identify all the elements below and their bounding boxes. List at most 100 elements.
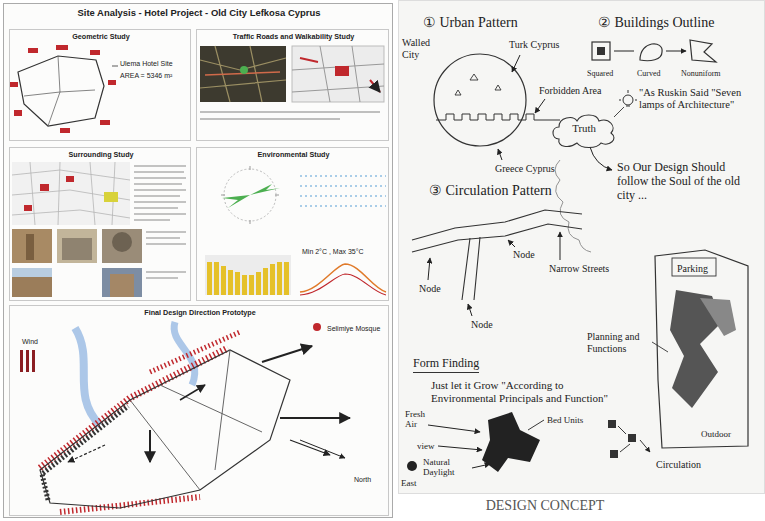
photo-thumbnails	[12, 268, 52, 297]
surrounding-map	[40, 184, 49, 191]
urban-pattern-sketch	[434, 54, 560, 160]
photo-thumbnails	[102, 268, 142, 297]
climate-charts	[249, 275, 254, 295]
surrounding-map	[12, 162, 130, 225]
climate-charts	[242, 275, 247, 295]
prototype-sketch	[68, 445, 105, 462]
sketch-sheet: Truth① Urban PatternWalled CityTurk Cypr…	[398, 0, 765, 494]
node-text: Nonuniform	[681, 69, 721, 78]
urban-pattern-sketch	[434, 54, 526, 146]
node-text: AREA = 5346 m²	[120, 72, 172, 80]
photo-thumbnails	[112, 232, 132, 252]
surrounding-map	[12, 162, 186, 225]
traffic-maps	[200, 46, 286, 102]
circulation-sketch	[508, 240, 515, 247]
node-text: ② Buildings Outline	[598, 15, 714, 31]
sheet-ground	[3, 3, 393, 518]
planning-sketch	[652, 342, 668, 352]
node-heading: Surrounding Study	[10, 151, 192, 159]
prototype-sketch	[32, 350, 35, 372]
node-heading: Truth	[551, 122, 617, 134]
node-text: Just let it Grow "According to Environme…	[431, 379, 631, 404]
building-outline-sketch	[597, 47, 605, 55]
form-finding-sketch	[608, 420, 616, 428]
node-text: East	[401, 478, 417, 488]
node-text: Ulema Hotel Site	[120, 60, 173, 68]
climate-charts	[263, 268, 268, 295]
photo-thumbnails	[146, 232, 186, 278]
node-text: Greece Cyprus	[495, 163, 555, 175]
form-finding-sketch	[438, 446, 482, 450]
node-text: Form Finding	[413, 357, 479, 373]
surrounding-map	[24, 205, 32, 211]
figure-caption: DESIGN CONCEPT	[445, 498, 645, 514]
planning-sketch	[652, 250, 748, 448]
site-geometry	[112, 66, 118, 67]
climate-charts	[284, 262, 289, 295]
prototype-sketch	[130, 350, 262, 490]
node-text: Min 2°C , Max 35°C	[302, 248, 364, 256]
node-text: Planning and Functions	[587, 331, 651, 354]
photo-thumbnails	[57, 229, 97, 263]
poster-sheet: Geometric StudyUlema Hotel SiteAREA = 53…	[3, 3, 393, 518]
building-outline-sketch	[614, 51, 686, 52]
analysis-panel: Geometric StudyUlema Hotel SiteAREA = 53…	[9, 29, 191, 141]
node-text: Turk Cyprus	[509, 39, 559, 51]
node-text: Curved	[637, 69, 661, 78]
node-heading: Geometric Study	[10, 33, 192, 41]
photo-thumbnails	[12, 229, 52, 263]
surrounding-map	[104, 192, 118, 202]
site-geometry	[56, 45, 68, 50]
idea-bulb	[590, 147, 612, 170]
photo-thumbnails	[110, 274, 134, 297]
prototype-sketch	[20, 350, 23, 372]
site-geometry	[10, 45, 118, 133]
sheet-ground	[398, 0, 765, 494]
site-geometry	[10, 82, 18, 87]
form-finding-sketch	[482, 412, 540, 472]
node-heading: Environmental Study	[197, 151, 390, 159]
climate-charts	[207, 262, 212, 295]
traffic-maps	[292, 46, 384, 102]
node-text: Circulation	[656, 459, 701, 471]
prototype-sketch	[313, 323, 321, 331]
prototype-sketch	[40, 348, 228, 468]
circulation-sketch	[428, 258, 430, 280]
urban-pattern-sketch	[535, 99, 545, 113]
node-heading: Traffic Roads and Walkability Study	[197, 33, 390, 41]
traffic-maps	[200, 46, 384, 119]
node-text: Narrow Streets	[549, 263, 609, 275]
site-geometry	[60, 128, 70, 133]
node-text: North	[354, 476, 371, 484]
climate-charts	[256, 272, 261, 295]
form-finding-sketch	[610, 450, 618, 458]
climate-charts	[300, 274, 386, 295]
node-text: Parking	[677, 263, 708, 275]
planning-sketch	[655, 250, 748, 448]
analysis-panel: Surrounding Study	[9, 147, 191, 301]
form-finding-sketch	[528, 420, 544, 430]
form-finding-sketch	[618, 426, 650, 452]
building-outline-sketch	[592, 42, 610, 60]
site-geometry	[108, 80, 116, 85]
climate-charts	[270, 264, 275, 295]
node-heading: Final Design Direction Prototype	[10, 309, 390, 317]
urban-pattern-sketch	[455, 74, 501, 95]
climate-charts	[214, 262, 219, 295]
prototype-sketch	[300, 440, 345, 458]
prototype-sketch	[180, 385, 205, 400]
traffic-maps	[240, 66, 248, 74]
node-text: Selimiye Mosque	[327, 325, 380, 333]
wind-rose	[221, 166, 279, 224]
site-geometry	[14, 110, 22, 116]
climate-charts	[277, 262, 282, 295]
surrounding-map	[134, 166, 186, 220]
prototype-sketch	[20, 322, 350, 512]
prototype-sketch	[280, 417, 350, 419]
form-finding-sketch	[407, 461, 417, 471]
climate-charts	[205, 176, 386, 295]
climate-charts	[205, 255, 291, 295]
traffic-maps	[335, 66, 349, 76]
analysis-panel: Traffic Roads and Walkability Study	[196, 29, 389, 141]
